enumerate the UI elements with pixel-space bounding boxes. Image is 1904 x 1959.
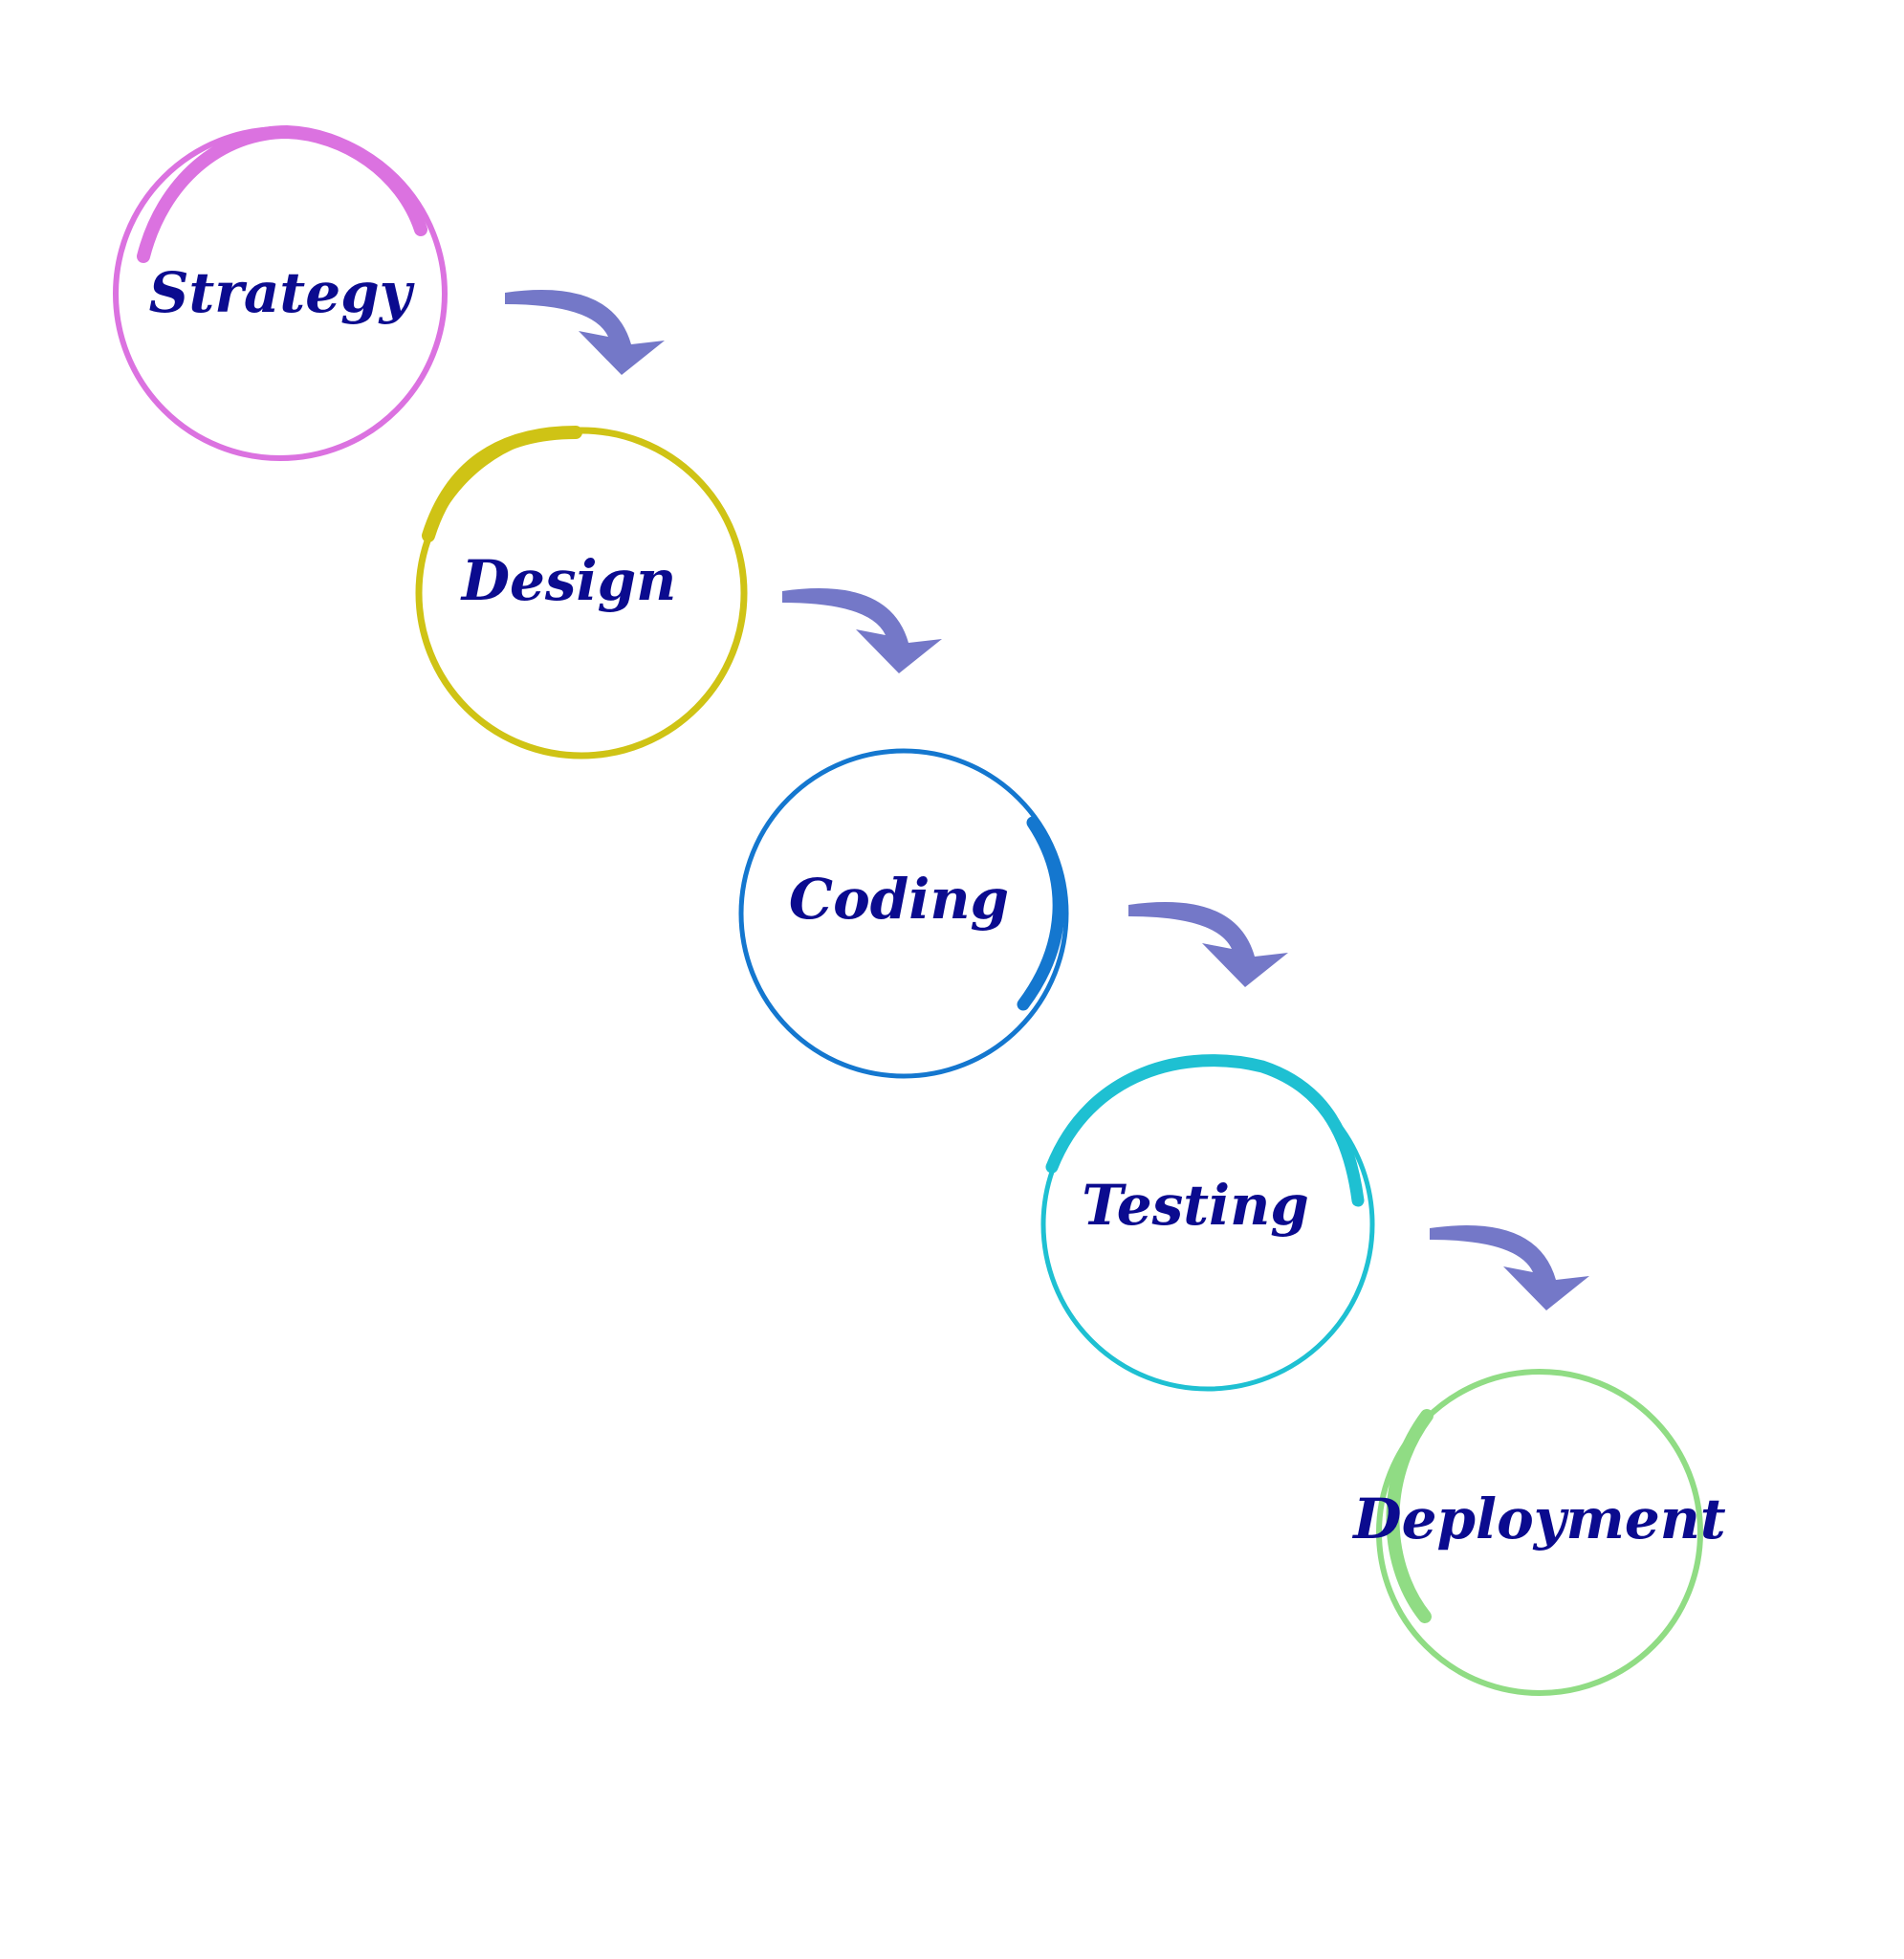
stage-coding-circle: [738, 748, 1069, 1079]
stage-coding: Coding: [738, 748, 1069, 1079]
arrow-coding-to-testing: [1128, 902, 1288, 987]
stage-strategy: Strategy: [113, 124, 448, 461]
stage-design-label: Design: [460, 548, 677, 613]
stage-testing-brush-accent: [1045, 1054, 1365, 1207]
stage-deployment-circle: [1376, 1369, 1703, 1696]
stage-strategy-brush-accent: [137, 124, 427, 263]
stage-deployment-label: Deployment: [1351, 1486, 1726, 1552]
arrow-design-to-coding: [782, 588, 942, 673]
stage-deployment: Deployment: [1351, 1369, 1726, 1696]
stage-testing: Testing: [1040, 1054, 1375, 1392]
stage-coding-label: Coding: [789, 867, 1009, 932]
arrow-testing-to-deployment: [1430, 1225, 1589, 1310]
arrow-strategy-to-design: [505, 290, 665, 375]
stage-testing-label: Testing: [1082, 1173, 1309, 1238]
stage-deployment-brush-accent: [1386, 1409, 1433, 1623]
stage-strategy-label: Strategy: [149, 260, 416, 325]
stage-coding-brush-accent: [1017, 816, 1065, 1011]
stage-design-brush-accent: [422, 426, 582, 542]
stage-design: Design: [415, 426, 748, 759]
